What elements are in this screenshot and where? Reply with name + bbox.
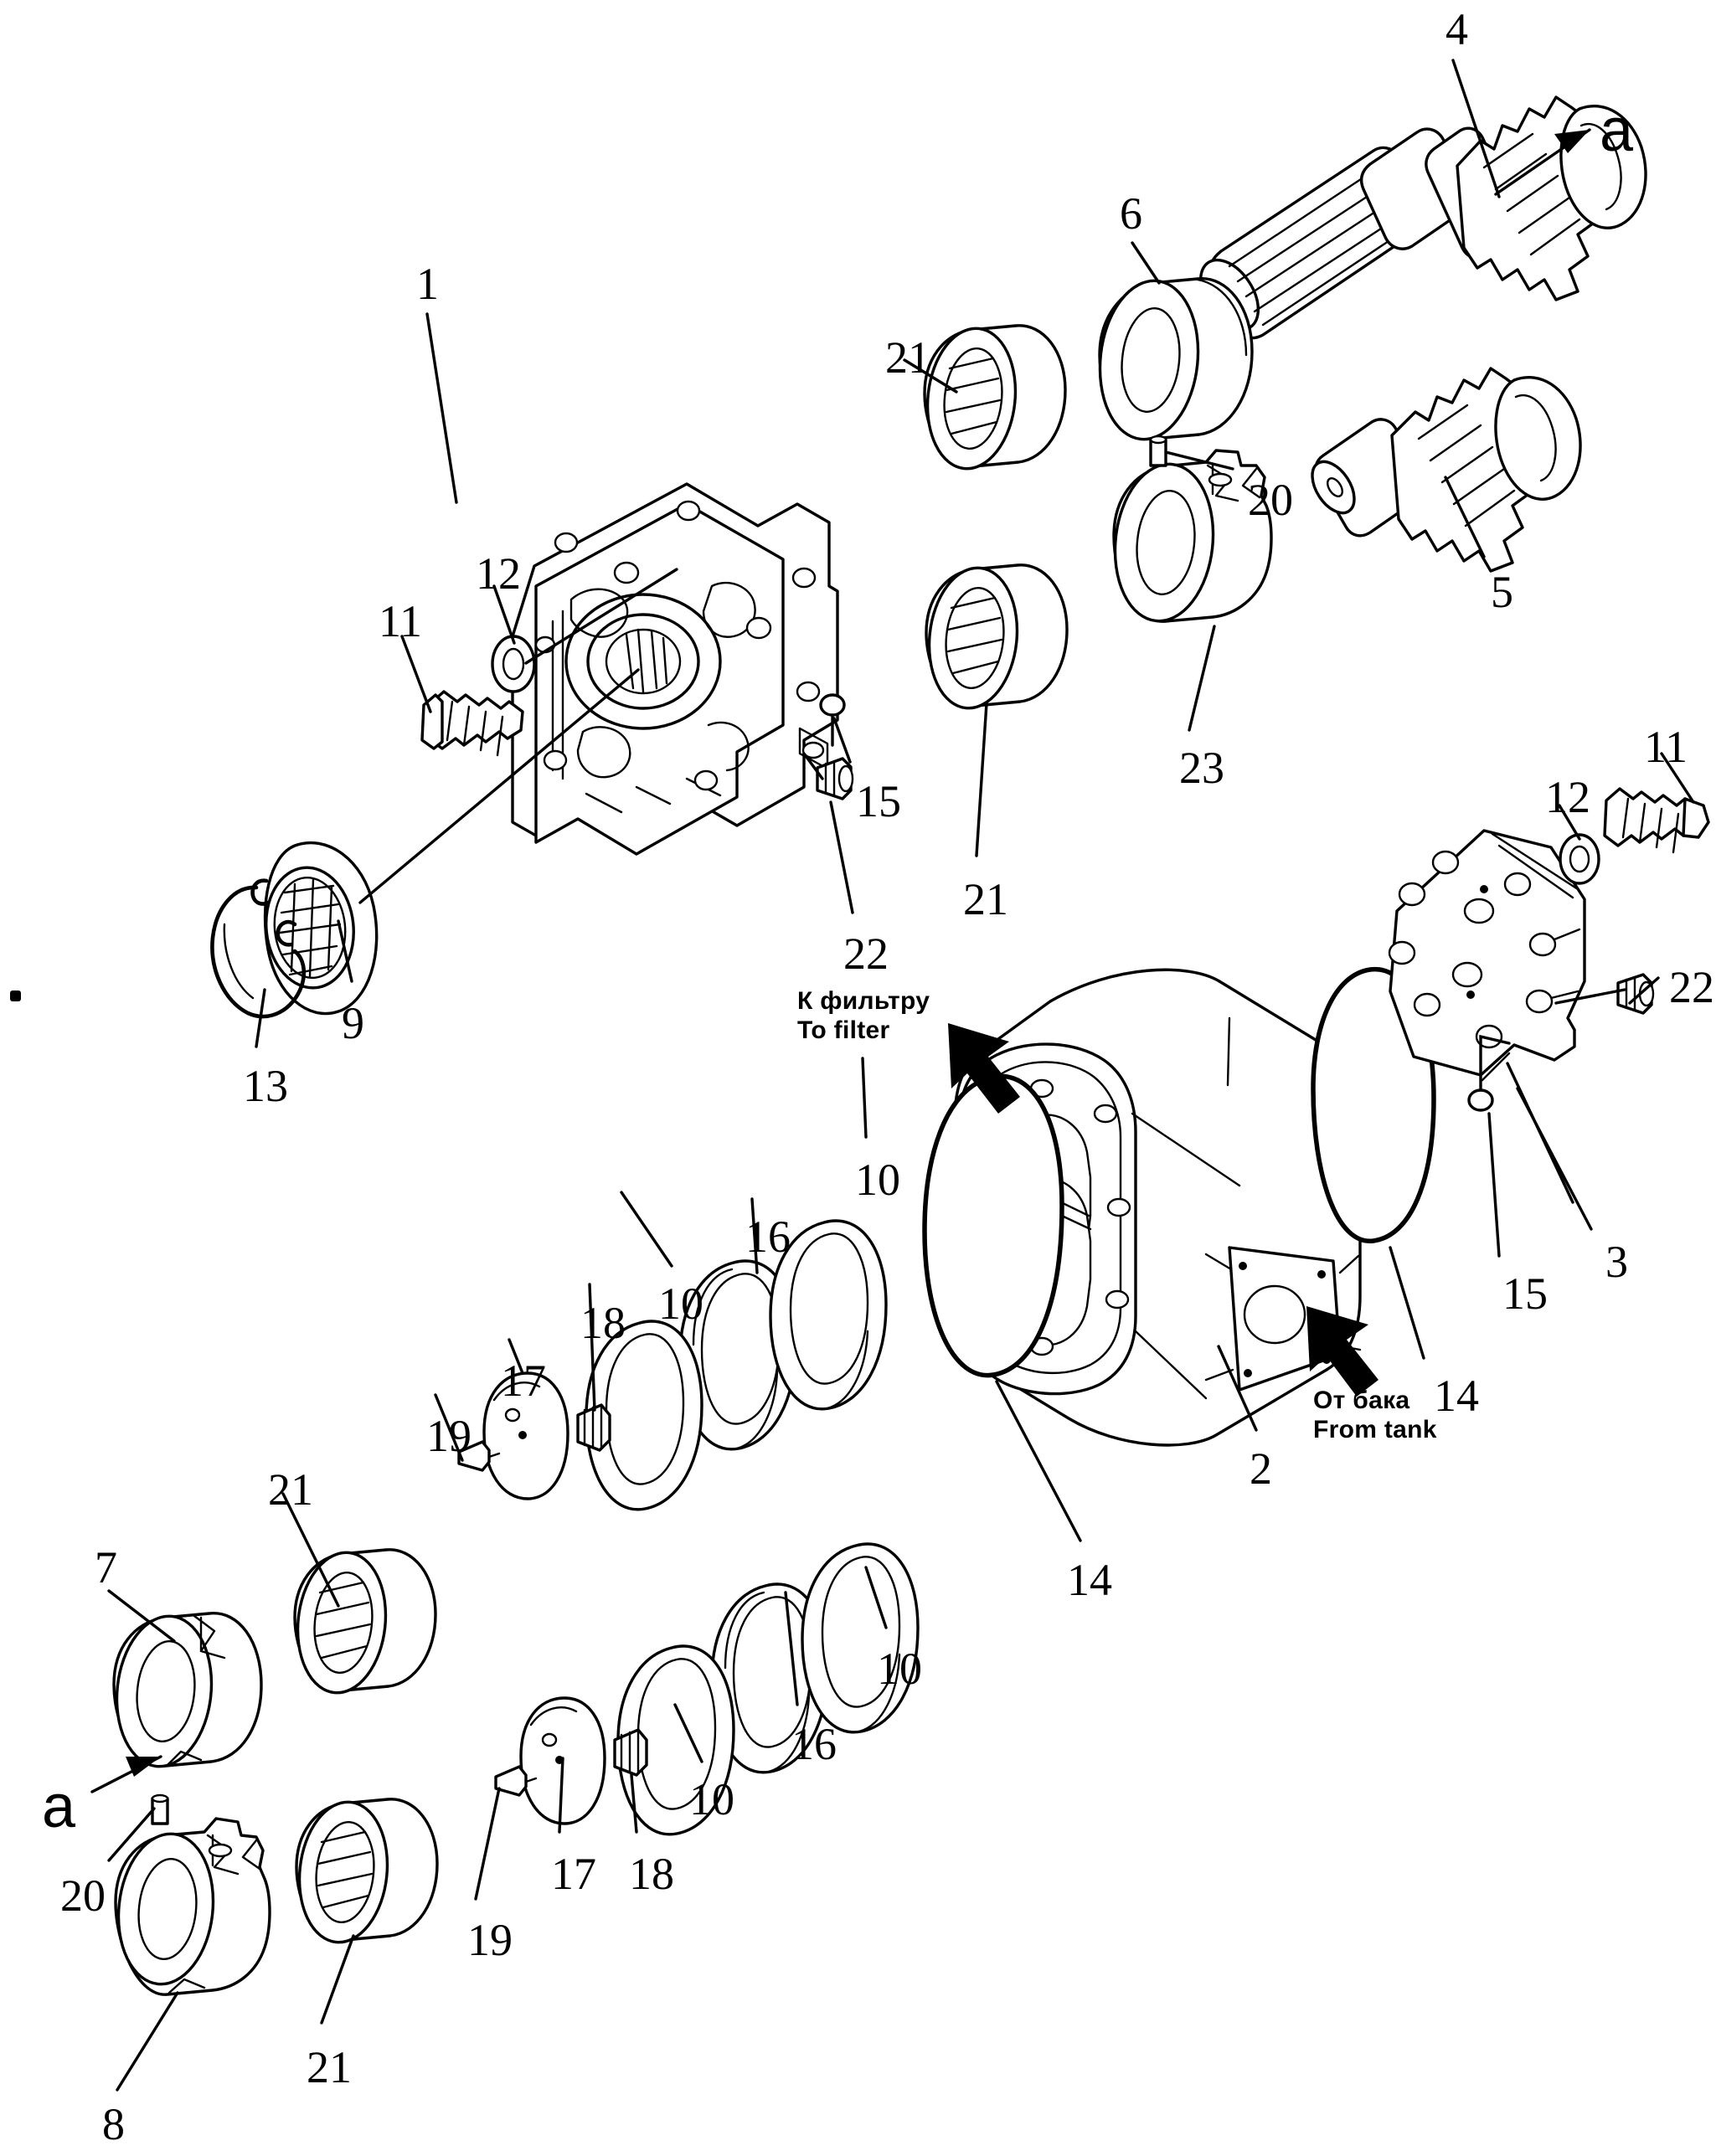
washer-12-rear-art: [1559, 833, 1600, 885]
section-marker-arrow-lower: [90, 1755, 162, 1793]
flow-note-to-filter-en: To filter: [797, 1016, 890, 1045]
flow-arrow-to-filter: [948, 1023, 1020, 1114]
needle-bearing-21c-art: [293, 1548, 437, 1695]
callout-5: 5: [1491, 567, 1513, 617]
callout-19-a: 19: [426, 1411, 472, 1461]
callout-17-a: 17: [501, 1356, 546, 1406]
callout-20-a: 20: [1248, 475, 1293, 525]
flow-note-from-tank: От бака From tank: [1313, 1386, 1437, 1445]
snap-ring-13-art: [210, 878, 307, 1019]
callout-21-b: 21: [963, 874, 1008, 924]
rear-cover-3-art: [1388, 829, 1586, 1082]
seal-ring-10-upper-inner-art: [585, 1320, 703, 1511]
plug-22-front-art: [816, 757, 854, 800]
dowel-pin-15-front-art: [819, 693, 846, 717]
needle-bearing-21d-art: [295, 1798, 439, 1944]
callout-10-a: 10: [855, 1155, 900, 1205]
callout-9: 9: [342, 998, 364, 1048]
section-marker-arrow-upper: [1494, 128, 1591, 196]
callout-22-b: 22: [1669, 962, 1714, 1012]
bolt-11-front-art: [420, 690, 524, 757]
flow-note-to-filter-ru: К фильтру: [797, 987, 930, 1015]
screw-18-upper-art: [576, 1403, 611, 1452]
bearing-block-23-art: [1112, 449, 1273, 623]
needle-bearing-21a-art: [923, 324, 1067, 471]
callout-12-b: 12: [1545, 772, 1590, 822]
dowel-pin-15-rear-art: [1467, 1088, 1494, 1112]
screw-18-lower-art: [613, 1728, 648, 1777]
front-cover-1-art: [511, 482, 839, 856]
section-marker-a-upper: a: [1600, 97, 1634, 164]
needle-bearing-21b-art: [925, 563, 1069, 710]
callout-22-a: 22: [843, 929, 889, 979]
pin-20-lower-art: [151, 1793, 169, 1825]
bolt-11-rear-art: [1603, 787, 1710, 854]
oil-seal-9-art: [263, 841, 379, 1016]
flow-note-from-tank-en: From tank: [1313, 1416, 1437, 1444]
seal-ring-10-lower-outer-art: [801, 1542, 920, 1734]
callout-11-a: 11: [379, 596, 422, 646]
pin-20-upper-art: [1149, 435, 1167, 467]
callout-14-b: 14: [1434, 1371, 1479, 1421]
callout-16-b: 16: [791, 1719, 837, 1769]
callout-16-a: 16: [745, 1212, 791, 1262]
callout-18-a: 18: [580, 1298, 626, 1348]
pin-19-lower-art: [494, 1765, 538, 1797]
callout-2: 2: [1250, 1443, 1272, 1494]
callout-10-c: 10: [877, 1644, 922, 1694]
callout-15-a: 15: [856, 776, 901, 826]
flow-note-to-filter: К фильтру To filter: [797, 986, 930, 1046]
callout-7: 7: [95, 1542, 117, 1593]
callout-20-b: 20: [60, 1870, 106, 1921]
flow-note-from-tank-ru: От бака: [1313, 1387, 1410, 1414]
callout-3: 3: [1605, 1237, 1628, 1287]
callout-19-b: 19: [467, 1915, 513, 1965]
callout-21-c: 21: [268, 1464, 313, 1515]
callout-14-a: 14: [1067, 1555, 1112, 1605]
wear-plate-17-lower-art: [519, 1696, 606, 1825]
flow-arrow-from-tank: [1306, 1306, 1378, 1397]
washer-12-front-art: [491, 635, 536, 693]
callout-12-a: 12: [476, 548, 521, 599]
driven-gear-art: [1311, 367, 1582, 573]
ink-speck: [10, 991, 21, 1001]
callout-15-b: 15: [1502, 1268, 1548, 1319]
callout-18-b: 18: [629, 1849, 674, 1899]
section-marker-a-lower: a: [42, 1773, 76, 1840]
callout-10-d: 10: [689, 1774, 734, 1824]
callout-17-b: 17: [551, 1849, 596, 1899]
pump-body-2-art: [953, 968, 1362, 1447]
callout-13: 13: [243, 1061, 288, 1111]
drive-gear-shaft-art: [1198, 95, 1647, 340]
bushing-6-art: [1098, 277, 1254, 441]
bearing-block-7-art: [112, 1612, 263, 1768]
callout-1: 1: [416, 259, 439, 309]
callout-10-b: 10: [658, 1279, 703, 1329]
callout-6: 6: [1120, 188, 1142, 239]
bearing-block-8-art: [114, 1817, 271, 1996]
callout-8: 8: [102, 2099, 125, 2149]
o-ring-14-rear-art: [1311, 966, 1436, 1243]
callout-11-b: 11: [1644, 722, 1688, 772]
plug-22-rear-art: [1616, 973, 1655, 1015]
callout-21-a: 21: [885, 332, 930, 383]
o-ring-14-front-art: [922, 1073, 1064, 1378]
callout-4: 4: [1445, 4, 1468, 54]
callout-21-d: 21: [307, 2042, 352, 2092]
callout-23: 23: [1179, 743, 1224, 793]
